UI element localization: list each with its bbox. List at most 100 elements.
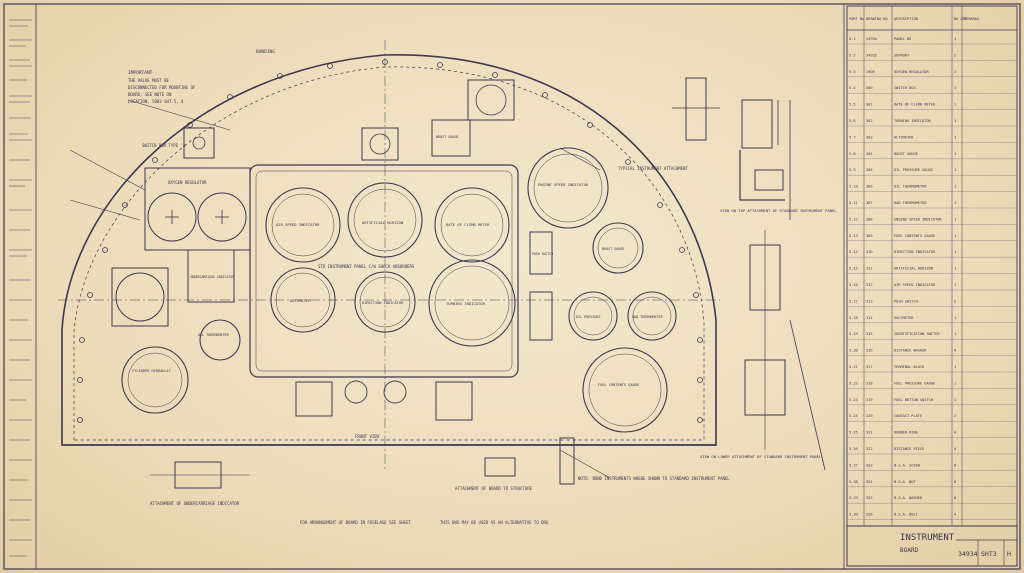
left-revision-notes: [9, 19, 32, 557]
typical-attachment-detail: [672, 77, 779, 149]
issue-letter: H: [1007, 550, 1011, 558]
parts-header-2: DESCRIPTION: [894, 17, 918, 21]
parts-cell: 4: [954, 513, 956, 517]
parts-cell: 8: [954, 496, 956, 500]
label-attachment-structure: ATTACHMENT OF BOARD TO STRUCTURE: [455, 486, 533, 491]
label-boost-gauge-right: BOOST GAUGE: [602, 247, 624, 251]
parts-cell: 1: [954, 398, 956, 402]
parts-cell: 1: [954, 86, 956, 90]
parts-cell: 1: [954, 316, 956, 320]
top-attachment-view: [739, 100, 791, 220]
parts-cell: 312: [866, 283, 873, 287]
parts-cell: B.S.A. WASHER: [894, 496, 923, 500]
leader-lines: [69, 99, 611, 479]
parts-cell: 5.25: [849, 431, 858, 435]
title-board: BOARD: [900, 547, 918, 554]
title-block: [846, 525, 1018, 567]
parts-cell: B.S.A. SCREW: [894, 463, 921, 467]
gauge-engine-speed: [527, 147, 609, 229]
parts-cell: 4: [954, 349, 956, 353]
parts-cell: 5.12: [849, 217, 858, 221]
label-direction-indicator: DIRECTION INDICATOR: [362, 301, 404, 305]
parts-cell: ENGINE SPEED INDICATOR: [894, 217, 942, 221]
parts-cell: B.S.A. BOLT: [894, 513, 919, 517]
parts-cell: 5.16: [849, 283, 858, 287]
structure-attachment-detail: [484, 437, 575, 485]
parts-header-3: No OFF: [954, 17, 967, 21]
note-main: NOTE: BOND INSTRUMENTS WHERE SHOWN TO ST…: [578, 476, 730, 481]
parts-cell: 2: [954, 299, 956, 303]
parts-cell: 5.26: [849, 447, 858, 451]
parts-cell: RATE OF CLIMB METER: [894, 103, 936, 107]
parts-cell: 304: [866, 152, 873, 156]
label-switch-box: SWITCH BOX TYPE 'A': [142, 143, 188, 148]
parts-cell: VOLTMETER: [894, 316, 914, 320]
parts-cell: 4: [954, 447, 956, 451]
edge-rivets: [77, 59, 703, 423]
parts-cell: 5.18: [849, 316, 858, 320]
parts-cell: 1: [954, 381, 956, 385]
parts-cell: 318: [866, 381, 873, 385]
switch-box-a: [183, 127, 215, 159]
standard-instrument-panel: [249, 164, 519, 378]
parts-cell: 5.1: [849, 37, 856, 41]
parts-cell: 314: [866, 316, 873, 320]
parts-cell: FUEL BUTTON SWITCH: [894, 398, 933, 402]
parts-cell: SUPPORT: [894, 53, 910, 57]
title-instrument: INSTRUMENT: [900, 533, 955, 543]
parts-cell: RUBBER RING: [894, 431, 918, 435]
label-engine-speed: ENGINE SPEED INDICATOR: [538, 182, 589, 187]
parts-cell: 1: [954, 168, 956, 172]
parts-cell: 305: [866, 168, 873, 172]
parts-cell: 8: [954, 463, 956, 467]
parts-cell: 1: [954, 267, 956, 271]
gauge-direction-indicator: [354, 271, 416, 333]
label-rad-thermometer: RAD THERMOMETER: [632, 315, 664, 319]
lower-attachment-view: [744, 230, 826, 471]
label-cylinder-hydraulic: CYLINDER HYDRAULIC: [132, 369, 171, 373]
parts-cell: 319: [866, 398, 873, 402]
gauge-air-speed: [265, 187, 341, 263]
parts-cell: 320: [866, 414, 873, 418]
label-rate-of-climb: RATE OF CLIMB METER: [446, 222, 490, 227]
parts-cell: 5.28: [849, 480, 858, 484]
gauge-fuel-contents: [582, 347, 668, 433]
gauge-rate-of-climb: [434, 187, 510, 263]
label-undercarriage-indicator: UNDERCARRIAGE INDICATOR: [190, 275, 234, 279]
undercarriage-indicator-box: [187, 249, 235, 303]
parts-cell: B.S.A. NUT: [894, 480, 916, 484]
parts-cell: 5.5: [849, 103, 856, 107]
label-altimeter: ALTIMETER: [290, 298, 311, 303]
parts-cell: 317: [866, 365, 873, 369]
parts-cell: 301: [866, 103, 873, 107]
parts-cell: 321: [866, 431, 873, 435]
parts-cell: CONTACT PLATE: [894, 414, 922, 418]
gauge-rad-thermometer: [627, 291, 677, 341]
gauge-artificial-horizon: [347, 182, 423, 258]
parts-cell: 5.20: [849, 349, 858, 353]
parts-cell: IDENTIFICATION SWITCH: [894, 332, 939, 336]
parts-cell: 5.8: [849, 152, 856, 156]
label-view-lower-attachment: VIEW ON LOWER ATTACHMENT OF STANDARD INS…: [700, 454, 822, 459]
parts-cell: TURNING INDICATOR: [894, 119, 932, 123]
parts-cell: TERMINAL BLOCK: [894, 365, 925, 369]
parts-cell: 5.7: [849, 135, 856, 139]
gauge-left-altimeter: [111, 267, 169, 327]
label-important: IMPORTANT: [128, 70, 153, 76]
parts-cell: 5.23: [849, 398, 858, 402]
label-boost-gauge-top: BOOST GAUGE: [436, 135, 458, 139]
parts-cell: 309: [866, 234, 873, 238]
label-air-speed: AIR SPEED INDICATOR: [276, 222, 320, 227]
parts-cell: 5.9: [849, 168, 856, 172]
parts-cell: DIRECTION INDICATOR: [894, 250, 936, 254]
parts-cell: OXYGEN REGULATOR: [894, 70, 929, 74]
label-artificial-horizon: ARTIFICIAL HORIZON: [362, 220, 404, 225]
parts-cell: 308: [866, 217, 873, 221]
switch-box-top: [361, 127, 399, 161]
sheet-number: SHT3: [981, 550, 997, 558]
parts-cell: 300: [866, 86, 873, 90]
parts-cell: DISTANCE PIECE: [894, 447, 924, 451]
